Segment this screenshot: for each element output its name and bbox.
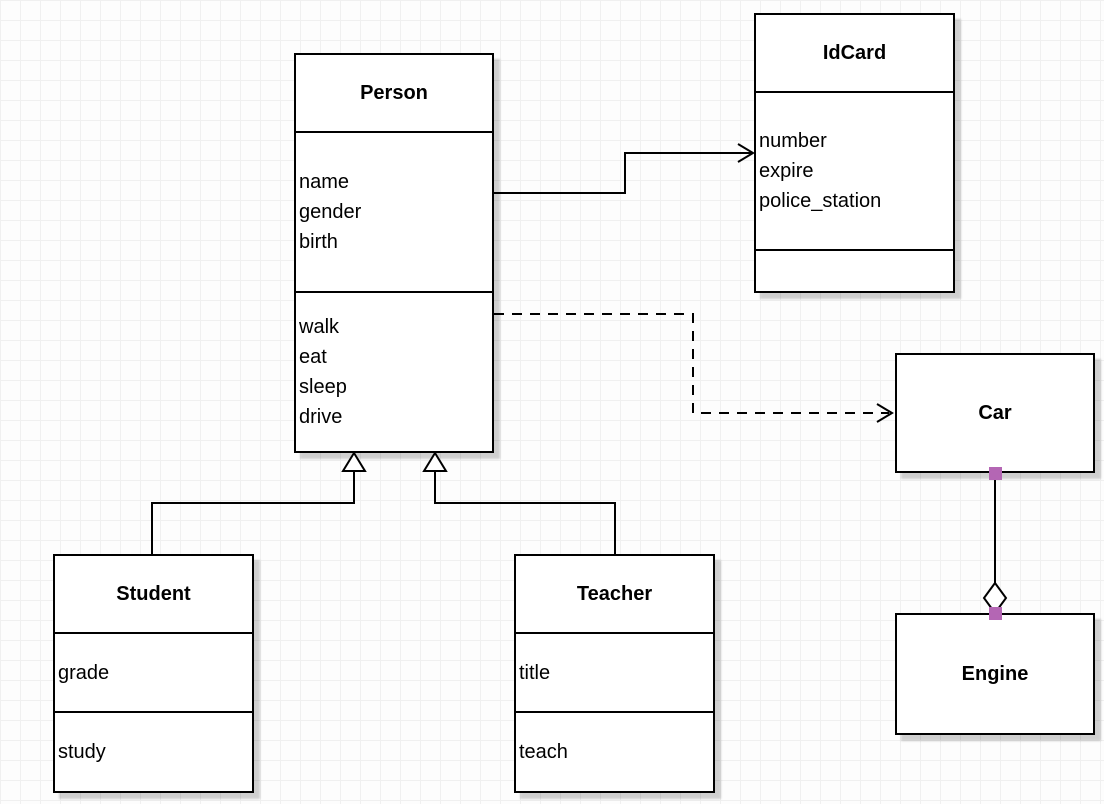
method: study: [58, 741, 106, 763]
method: walk: [299, 316, 340, 338]
attribute: police_station: [759, 190, 882, 212]
class-title: Car: [978, 401, 1012, 424]
class-node-student[interactable]: Student grade study: [53, 554, 254, 793]
edge-association-person-idcard[interactable]: [494, 143, 755, 194]
methods-section: teach: [516, 713, 713, 791]
class-node-car[interactable]: Car: [895, 353, 1095, 473]
class-title: Teacher: [516, 556, 713, 634]
edge-generalization-teacher-person[interactable]: [422, 451, 616, 554]
class-node-idcard[interactable]: IdCard number expire police_station: [754, 13, 955, 293]
class-title: Engine: [961, 662, 1029, 685]
method: drive: [299, 406, 343, 428]
edge-generalization-student-person[interactable]: [151, 451, 367, 554]
attributes-section: number expire police_station: [756, 93, 953, 251]
attribute: birth: [299, 231, 338, 253]
attribute: expire: [759, 160, 814, 182]
method: teach: [519, 741, 568, 763]
inheritance-triangle-icon: [341, 451, 367, 472]
methods-section: study: [55, 713, 252, 791]
attribute: number: [759, 130, 827, 152]
class-node-teacher[interactable]: Teacher title teach: [514, 554, 715, 793]
attribute: gender: [299, 201, 362, 223]
attribute: name: [299, 171, 350, 193]
method: sleep: [299, 376, 347, 398]
open-arrow-icon: [876, 403, 894, 423]
class-title: Person: [296, 55, 492, 133]
class-node-person[interactable]: Person name gender birth walk eat sleep …: [294, 53, 494, 453]
attributes-section: name gender birth: [296, 133, 492, 293]
edge-line[interactable]: [151, 471, 355, 554]
endpoint-marker[interactable]: [989, 467, 1002, 480]
edge-aggregation-car-engine[interactable]: [982, 467, 1008, 620]
edge-line[interactable]: [434, 471, 616, 554]
methods-section: walk eat sleep drive: [296, 293, 492, 451]
attributes-section: title: [516, 634, 713, 713]
edge-line[interactable]: [494, 313, 889, 414]
endpoint-marker[interactable]: [989, 607, 1002, 620]
inheritance-triangle-icon: [422, 451, 448, 472]
attribute: grade: [58, 661, 110, 684]
open-arrow-icon: [737, 143, 755, 163]
class-title: IdCard: [756, 15, 953, 93]
class-node-engine[interactable]: Engine: [895, 613, 1095, 735]
attributes-section: grade: [55, 634, 252, 713]
method: eat: [299, 346, 327, 368]
edge-line[interactable]: [494, 152, 751, 194]
edge-dependency-person-car[interactable]: [494, 313, 894, 423]
class-title: Student: [55, 556, 252, 634]
attribute: title: [519, 661, 551, 684]
